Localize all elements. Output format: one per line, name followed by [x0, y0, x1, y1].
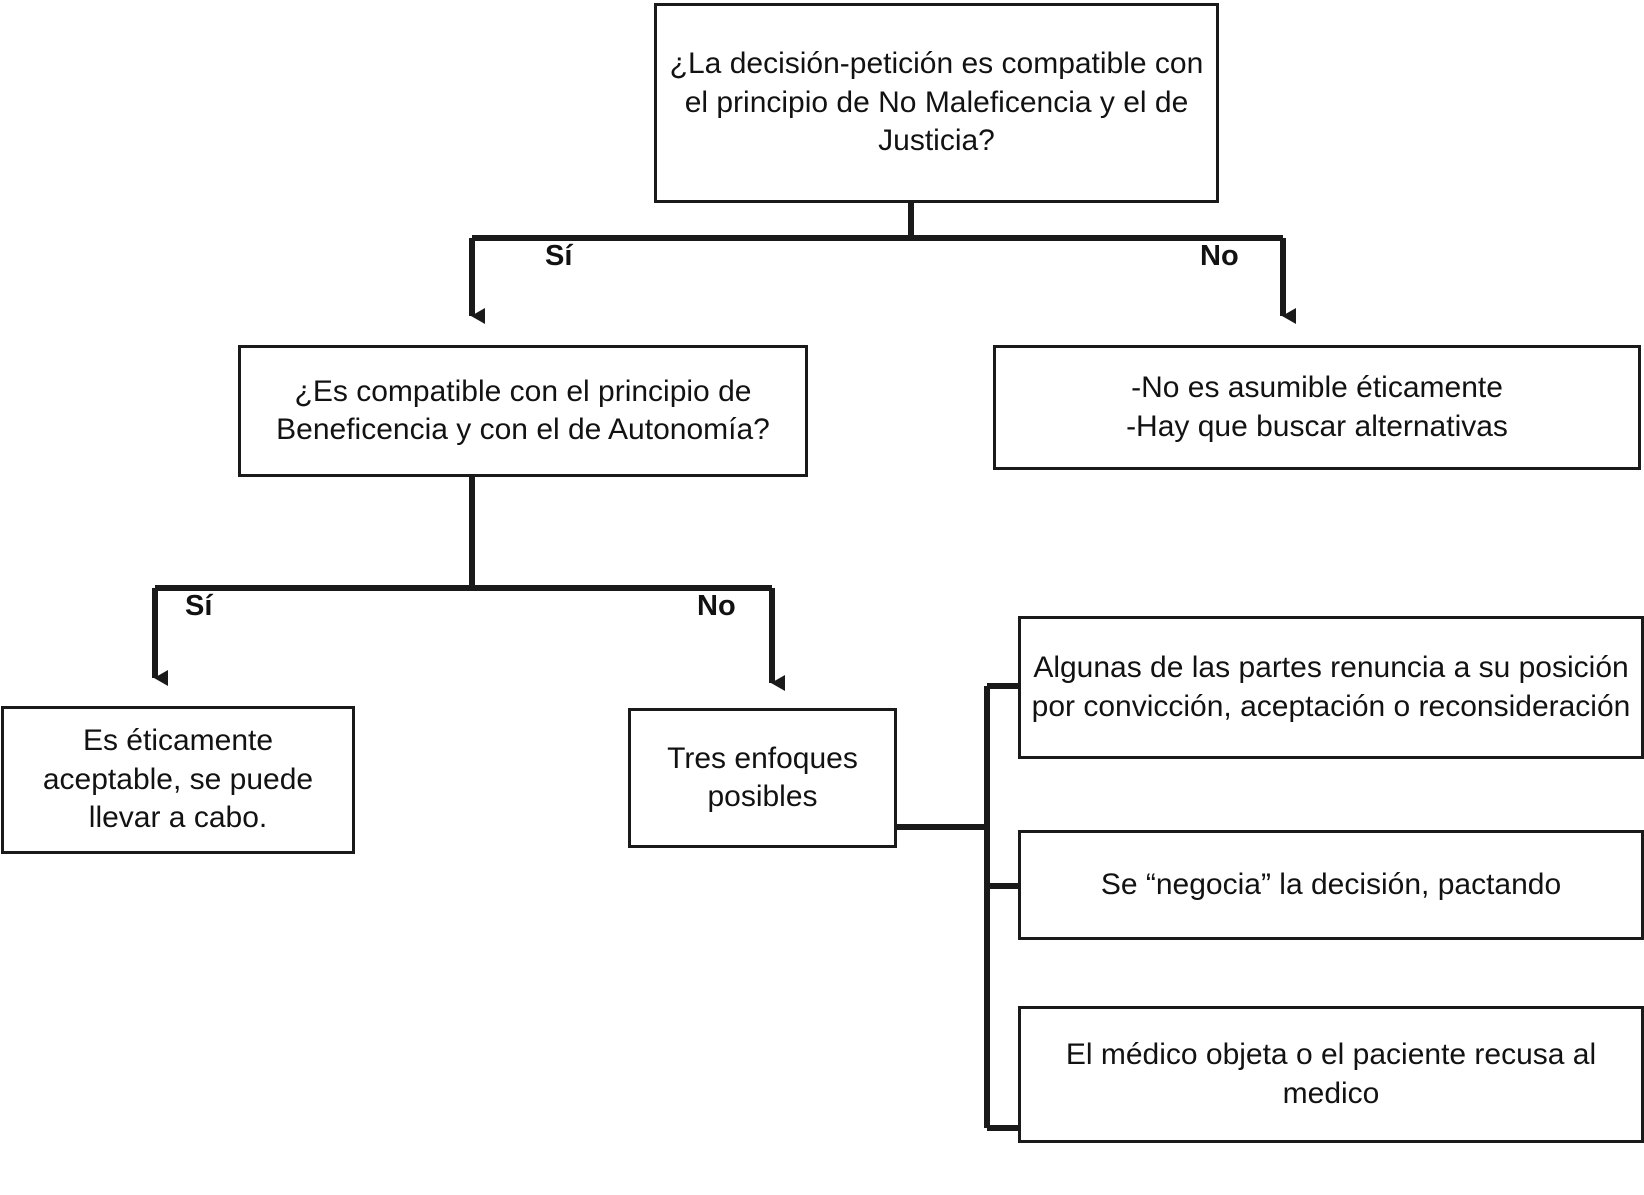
outcome-box-medico-objeta-text: El médico objeta o el paciente recusa al…: [1065, 1038, 1597, 1110]
decision-box-no-maleficencia-justicia-text: ¿La decisión-petición es compatible con …: [669, 47, 1204, 158]
outcome-box-no-asumible-text: -No es asumible éticamente -Hay que busc…: [1126, 371, 1508, 443]
outcome-box-negocia-decision-text: Se “negocia” la decisión, pactando: [1100, 867, 1562, 901]
decision-box-no-maleficencia-justicia[interactable]: ¿La decisión-petición es compatible con …: [654, 3, 1219, 203]
outcome-box-renuncia-posicion[interactable]: Algunas de las partes renuncia a su posi…: [1018, 616, 1644, 759]
outcome-box-no-asumible[interactable]: -No es asumible éticamente -Hay que busc…: [993, 345, 1641, 470]
outcome-box-medico-objeta[interactable]: El médico objeta o el paciente recusa al…: [1018, 1006, 1644, 1143]
edge-label-root-yes: Sí: [545, 240, 573, 272]
decision-box-beneficencia-autonomia[interactable]: ¿Es compatible con el principio de Benef…: [238, 345, 808, 477]
edge-label-second-yes: Sí: [185, 590, 213, 622]
outcome-box-renuncia-posicion-text: Algunas de las partes renuncia a su posi…: [1031, 651, 1631, 723]
decision-box-beneficencia-autonomia-text: ¿Es compatible con el principio de Benef…: [276, 374, 770, 446]
edge-label-second-no: No: [697, 590, 736, 622]
outcome-box-eticamente-aceptable[interactable]: Es éticamente aceptable, se puede llevar…: [1, 706, 355, 854]
outcome-box-tres-enfoques[interactable]: Tres enfoques posibles: [628, 708, 897, 848]
outcome-box-tres-enfoques-text: Tres enfoques posibles: [667, 741, 858, 813]
outcome-box-eticamente-aceptable-text: Es éticamente aceptable, se puede llevar…: [42, 724, 314, 835]
outcome-box-negocia-decision[interactable]: Se “negocia” la decisión, pactando: [1018, 830, 1644, 940]
edge-label-root-no: No: [1200, 240, 1239, 272]
